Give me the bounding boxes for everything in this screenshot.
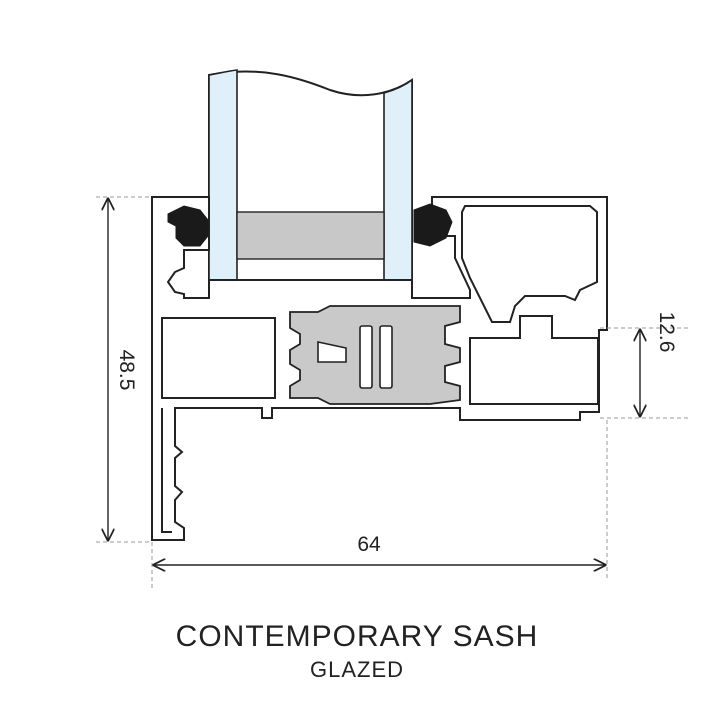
thermal-slot-2 <box>379 325 393 389</box>
thermal-slot-1 <box>359 325 373 389</box>
thermal-break <box>289 305 461 405</box>
dim-height-label: 48.5 <box>115 350 138 391</box>
glass-pane-right <box>383 78 413 281</box>
glazing-unit <box>208 69 413 281</box>
frame-lower-leg <box>161 408 172 533</box>
dim-width: 64 <box>151 420 608 590</box>
glazing-spacer <box>236 211 385 260</box>
thermal-slot-3 <box>317 341 347 363</box>
dim-step-label: 12.6 <box>655 312 678 353</box>
sash-frame-profile <box>151 196 608 541</box>
drawing-subtitle: GLAZED <box>309 657 405 682</box>
gasket-left <box>167 205 209 247</box>
frame-chamber-right <box>469 315 599 405</box>
thermal-break-slots <box>317 325 393 389</box>
frame-chamber-upper <box>461 205 598 323</box>
glass-pane-left <box>208 69 238 281</box>
dim-width-label: 64 <box>357 533 381 556</box>
gasket-right <box>413 203 453 247</box>
drawing-title: CONTEMPORARY SASH <box>175 620 539 653</box>
frame-chamber-left <box>161 317 276 399</box>
dim-height: 48.5 <box>96 196 152 543</box>
dim-step: 12.6 <box>600 312 690 419</box>
